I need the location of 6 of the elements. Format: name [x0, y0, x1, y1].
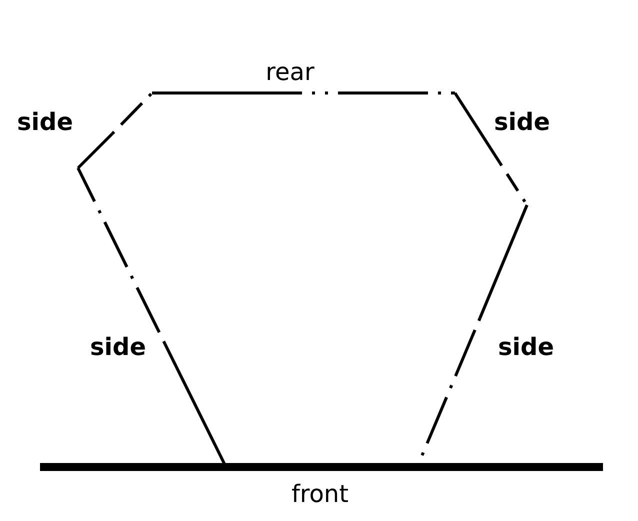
front-label: front [291, 480, 349, 508]
side-label: side [494, 108, 550, 136]
rear-label: rear [266, 58, 314, 86]
side-label: side [90, 333, 146, 361]
side-label: side [498, 333, 554, 361]
side-label: side [17, 108, 73, 136]
